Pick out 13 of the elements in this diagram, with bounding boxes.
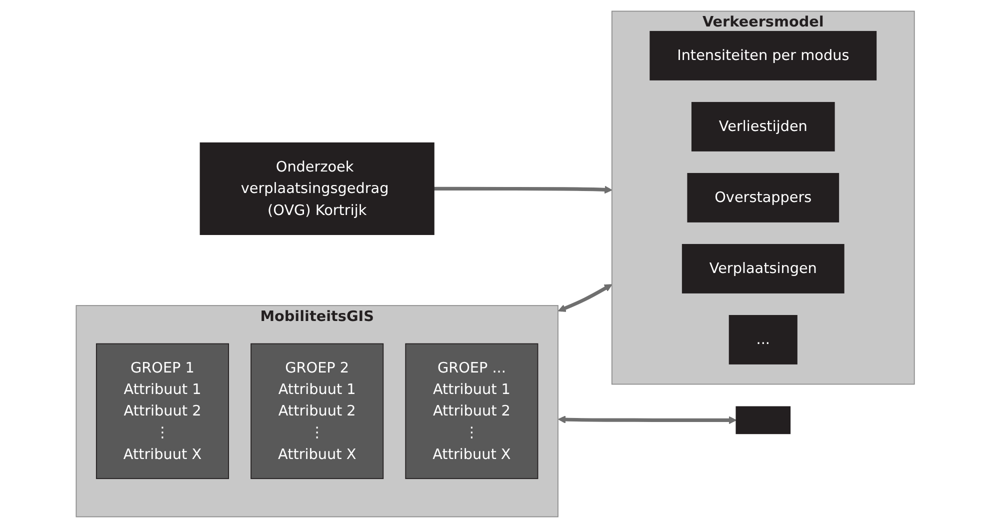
- node-box: Onderzoek verplaatsingsgedrag (OVG) Kortrijk: [200, 142, 434, 235]
- node-box: Verliestijden: [691, 102, 835, 152]
- node-box: [735, 406, 790, 434]
- arrow: [558, 284, 612, 312]
- node-box: GROEP ... Attribuut 1 Attribuut 2 ⋮ Attribuut X: [404, 343, 538, 480]
- arrow: [558, 416, 736, 424]
- arrow: [434, 186, 612, 194]
- node-box: Overstappers: [686, 172, 839, 222]
- node-box: ...: [728, 315, 798, 364]
- node-box: Verplaatsingen: [682, 244, 844, 294]
- node-box: Intensiteiten per modus: [649, 30, 876, 80]
- node-box: GROEP 2 Attribuut 1 Attribuut 2 ⋮ Attribuut X: [250, 343, 384, 480]
- node-box: GROEP 1 Attribuut 1 Attribuut 2 ⋮ Attribuut X: [96, 343, 229, 480]
